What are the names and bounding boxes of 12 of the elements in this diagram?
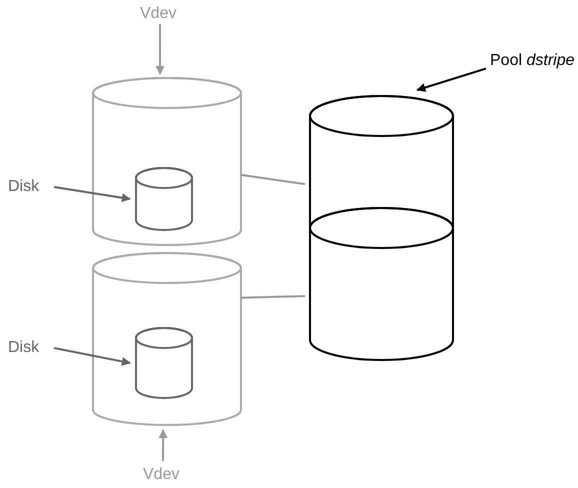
arrow (158, 429, 168, 461)
node-label: Disk (8, 338, 40, 358)
arrow (416, 68, 486, 92)
arrow (54, 186, 131, 202)
connector-line (240, 174, 306, 186)
connector-line (240, 295, 306, 299)
arrow (54, 347, 131, 366)
node-label: Disk (8, 177, 40, 197)
node-label: Pool dstripe (490, 51, 574, 71)
node-label: Vdev (140, 4, 176, 24)
arrow (156, 24, 165, 75)
node-label: Vdev (143, 465, 180, 485)
